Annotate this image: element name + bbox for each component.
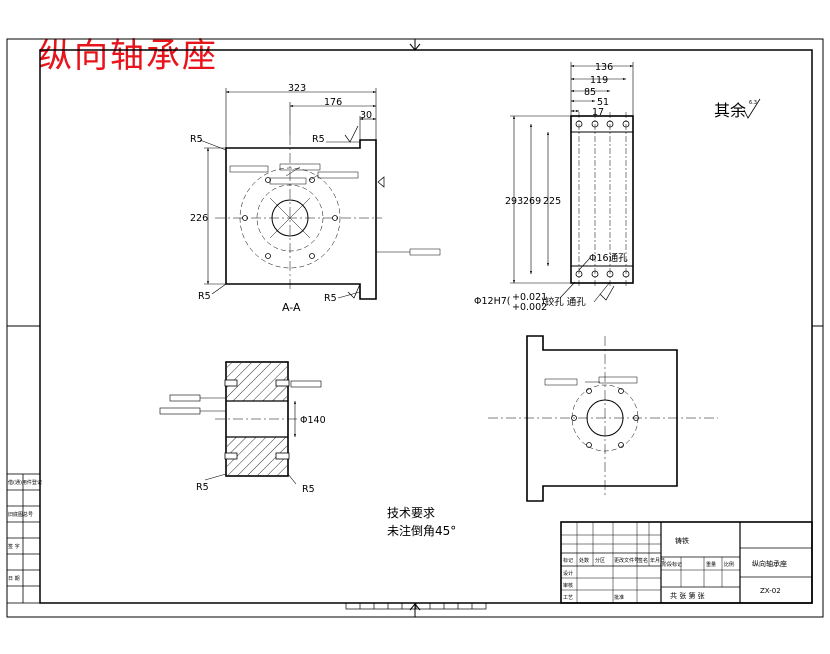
stage-mark: 阶段标记 [662, 561, 682, 568]
tech-req-heading: 技术要求 [387, 506, 435, 520]
through-hole-note: Φ16通孔 [589, 253, 628, 264]
dim-17: 17 [592, 107, 604, 118]
strip-label-2: 旧底图总号 [8, 511, 33, 518]
section-label: A-A [282, 301, 301, 314]
row-process: 工艺 [563, 595, 573, 601]
radius-top-right: R5 [312, 134, 325, 145]
dim-323: 323 [288, 83, 306, 94]
reamed-hole-suffix: )铰孔 通孔 [541, 296, 586, 308]
col-change-doc: 更改文件号 [614, 557, 639, 564]
dim-85: 85 [584, 87, 596, 98]
tolerance-lower: +0.002 [512, 302, 547, 313]
dim-293: 293 [505, 196, 523, 207]
section-radius-right: R5 [302, 484, 315, 495]
stage-weight: 重量 [706, 561, 716, 568]
dim-136: 136 [595, 62, 613, 73]
tech-req-note: 未注倒角45° [387, 523, 456, 538]
title-block: 标记 处数 分区 更改文件号 签名 年月日 设计 审核 工艺 批准 阶段标记 重… [560, 521, 813, 604]
roughness-note-text: 其余 [714, 101, 746, 120]
col-date: 年月日 [650, 557, 665, 564]
sheet-label: 共 张 第 张 [670, 591, 705, 600]
drawing-number-label: ZX-02 [760, 587, 781, 595]
stage-scale: 比例 [724, 561, 734, 568]
drawing-title: 纵向轴承座 [38, 36, 218, 76]
bottom-scale-ruler [345, 602, 487, 610]
reamed-hole-prefix: Φ12H7( [474, 296, 510, 307]
drawing-name-label: 纵向轴承座 [752, 559, 787, 568]
row-check: 审核 [563, 582, 573, 589]
col-sign: 签名 [638, 557, 648, 564]
left-side-strip: 借(通)用件登记 旧底图总号 签 字 日 期 [6, 473, 42, 604]
dim-269: 269 [523, 196, 541, 207]
roughness-value: 6.3 [749, 100, 757, 106]
roughness-note: 其余 6.3 [714, 98, 761, 120]
row-approve: 批准 [614, 594, 624, 601]
side-view: 136 119 85 51 17 293 269 225 Φ16通孔 Φ12H7… [474, 62, 634, 313]
col-count: 处数 [579, 557, 589, 564]
dim-176: 176 [324, 97, 342, 108]
bore-diameter: Φ140 [300, 415, 326, 426]
col-zone: 分区 [595, 557, 605, 564]
col-mark: 标记 [563, 557, 573, 564]
radius-bottom-right: R5 [324, 293, 337, 304]
rear-view [488, 335, 718, 502]
dim-119: 119 [590, 75, 608, 86]
front-view: 323 176 30 226 R5 R5 R5 R5 A-A [190, 83, 441, 314]
dim-226: 226 [190, 213, 208, 224]
strip-label-3: 签 字 [8, 543, 20, 550]
material-label: 铸铁 [675, 536, 689, 545]
dim-30: 30 [360, 110, 372, 121]
section-radius-left: R5 [196, 482, 209, 493]
tolerance-upper: +0.021 [512, 292, 547, 303]
dim-225: 225 [543, 196, 561, 207]
technical-requirements: 技术要求 未注倒角45° [387, 506, 456, 538]
strip-label-1: 借(通)用件登记 [8, 479, 42, 486]
row-design: 设计 [563, 570, 573, 577]
radius-top-left: R5 [190, 134, 203, 145]
radius-bottom-left: R5 [198, 291, 211, 302]
dim-51: 51 [597, 97, 609, 108]
strip-label-4: 日 期 [8, 576, 20, 582]
section-view: Φ140 R5 R5 [159, 361, 326, 495]
